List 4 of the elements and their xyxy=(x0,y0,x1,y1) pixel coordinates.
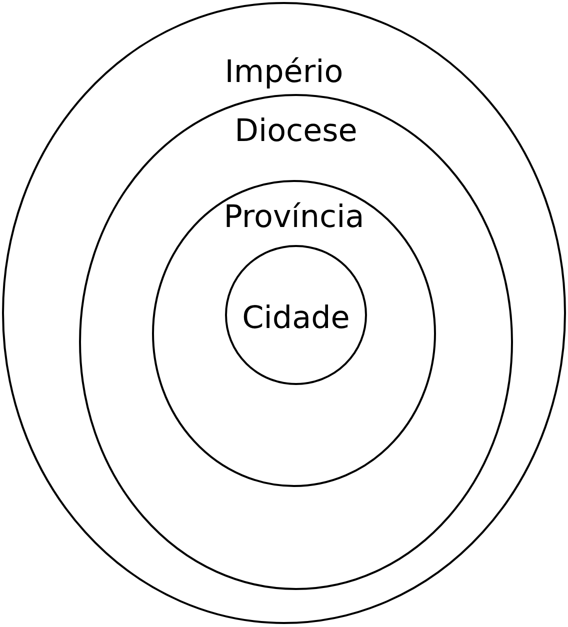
region-label: Império xyxy=(224,53,344,92)
region-label: Cidade xyxy=(242,299,350,338)
region-label: Diocese xyxy=(234,112,358,151)
region-label: Província xyxy=(224,198,364,237)
